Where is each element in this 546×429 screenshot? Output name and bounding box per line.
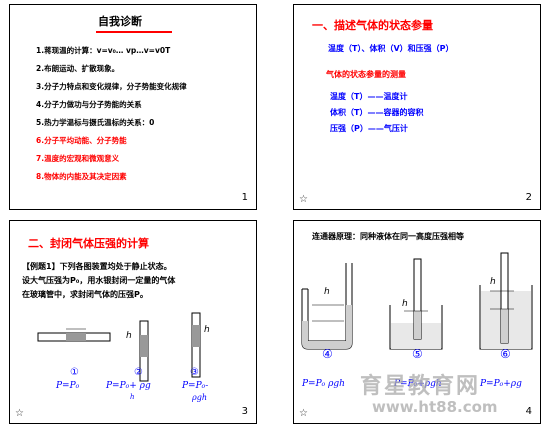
- diagnosis-item: 1.蒋现温的计算：v=v₀… vp…v=v0T: [36, 46, 171, 55]
- diagnosis-item: 3.分子力特点和变化规律，分子势能变化规律: [36, 82, 187, 91]
- label-6: ⑥: [500, 347, 511, 361]
- slide-number: 2: [525, 192, 532, 203]
- u-tube: [301, 263, 353, 350]
- formula-2-tail: h: [130, 393, 135, 401]
- h-label-6: h: [490, 277, 496, 287]
- slide-3[interactable]: 二、封闭气体压强的计算 【例题1】下列各图装置均处于静止状态。 设大气压强为P₀…: [9, 220, 257, 424]
- star-icon: ☆: [15, 408, 24, 419]
- diagnosis-item: 5.热力学温标与摄氏温标的关系：0: [36, 118, 155, 127]
- diagnosis-item: 2.布朗运动、扩散现象。: [36, 64, 120, 73]
- formula-1: P=P₀: [56, 381, 80, 391]
- formula-5: P=P₀+ρgh: [394, 379, 442, 389]
- slide-2-title: 一、描述气体的状态参量: [312, 19, 433, 32]
- measure-pressure: 压强（P）——气压计: [330, 124, 408, 133]
- slide-number: 3: [241, 406, 248, 417]
- diagnosis-item: 7.温度的宏观和微观意义: [36, 154, 120, 163]
- horizontal-tube: [37, 328, 111, 342]
- vertical-tube-down: [191, 312, 201, 378]
- connected-vessel-diagrams: [301, 252, 533, 350]
- example-line-2: 设大气压强为P₀，用水银封闭一定量的气体: [22, 276, 176, 285]
- h-label-2: h: [126, 331, 132, 341]
- label-2: ②: [134, 367, 143, 378]
- vertical-tube-up: [139, 320, 149, 382]
- example-line-3: 在玻璃管中，求封闭气体的压强P。: [22, 290, 148, 299]
- slide-4[interactable]: 连通器原理：同种液体在同一高度压强相等 h h: [293, 220, 541, 424]
- measurement-subtitle: 气体的状态参量的测量: [326, 70, 406, 79]
- tube-diagrams: [37, 312, 201, 382]
- title-underline: [96, 31, 172, 33]
- formula-6: P=P₀+ρg: [480, 379, 522, 389]
- measure-volume: 体积（T）——容器的容积: [330, 108, 424, 117]
- star-icon: ☆: [299, 194, 308, 205]
- formula-3: P=P₀-: [182, 381, 209, 391]
- diagnosis-item: 6.分子平均动能、分子势能: [36, 136, 127, 145]
- formula-3-tail: ρgh: [192, 393, 207, 402]
- diagnosis-item: 8.物体的内能及其决定因素: [36, 172, 127, 181]
- h-label-4: h: [324, 287, 330, 297]
- h-label-5: h: [402, 299, 408, 309]
- label-1: ①: [70, 367, 79, 378]
- slide-4-title: 连通器原理：同种液体在同一高度压强相等: [312, 232, 464, 241]
- slide-2[interactable]: 一、描述气体的状态参量 温度（T）、体积（V）和压强（P） 气体的状态参量的测量…: [293, 4, 541, 210]
- beaker-tube-6: [479, 252, 533, 350]
- state-params-line: 温度（T）、体积（V）和压强（P）: [328, 44, 454, 53]
- beaker-tube-5: [389, 258, 443, 350]
- formula-4: P=P₀ ρgh: [302, 379, 345, 389]
- measure-temperature: 温度（T）——温度计: [330, 92, 408, 101]
- label-4: ④: [322, 347, 333, 361]
- slide-number: 1: [241, 192, 248, 203]
- diagnosis-item: 4.分子力做功与分子势能的关系: [36, 100, 142, 109]
- watermark-url: www.ht88.com: [372, 398, 498, 416]
- slide-1[interactable]: 自我诊断 1.蒋现温的计算：v=v₀… vp…v=v0T 2.布朗运动、扩散现象。…: [9, 4, 257, 210]
- slide-3-title: 二、封闭气体压强的计算: [28, 237, 149, 250]
- example-line-1: 【例题1】下列各图装置均处于静止状态。: [22, 262, 172, 271]
- star-icon: ☆: [299, 408, 308, 419]
- h-label-3: h: [204, 325, 210, 335]
- label-5: ⑤: [412, 347, 423, 361]
- slide-number: 4: [525, 406, 532, 417]
- slide-1-title: 自我诊断: [98, 15, 142, 28]
- watermark-cn: 育星教育网: [360, 374, 481, 399]
- label-3: ③: [190, 367, 199, 378]
- formula-2: P=P₀+ ρg: [106, 381, 151, 391]
